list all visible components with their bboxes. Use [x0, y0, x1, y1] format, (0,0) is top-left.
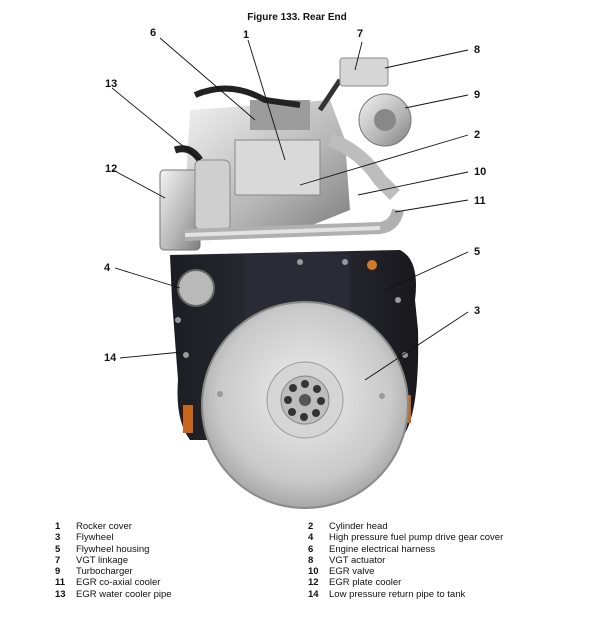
callout-4: 4 — [104, 262, 111, 274]
callout-1: 1 — [243, 29, 250, 41]
callout-14: 14 — [104, 352, 117, 364]
callout-7: 7 — [357, 28, 364, 40]
engine-illustration — [111, 37, 469, 509]
callout-9: 9 — [474, 89, 481, 101]
callout-8: 8 — [474, 44, 481, 56]
callout-10: 10 — [474, 166, 487, 178]
callout-6: 6 — [150, 27, 157, 39]
callout-13: 13 — [105, 78, 118, 90]
callout-3: 3 — [474, 305, 481, 317]
callout-5: 5 — [474, 246, 481, 258]
callout-11: 11 — [474, 195, 486, 207]
callout-12: 12 — [105, 163, 118, 175]
callout-2: 2 — [474, 129, 481, 141]
figure-title: Figure 133. Rear End — [247, 12, 347, 23]
